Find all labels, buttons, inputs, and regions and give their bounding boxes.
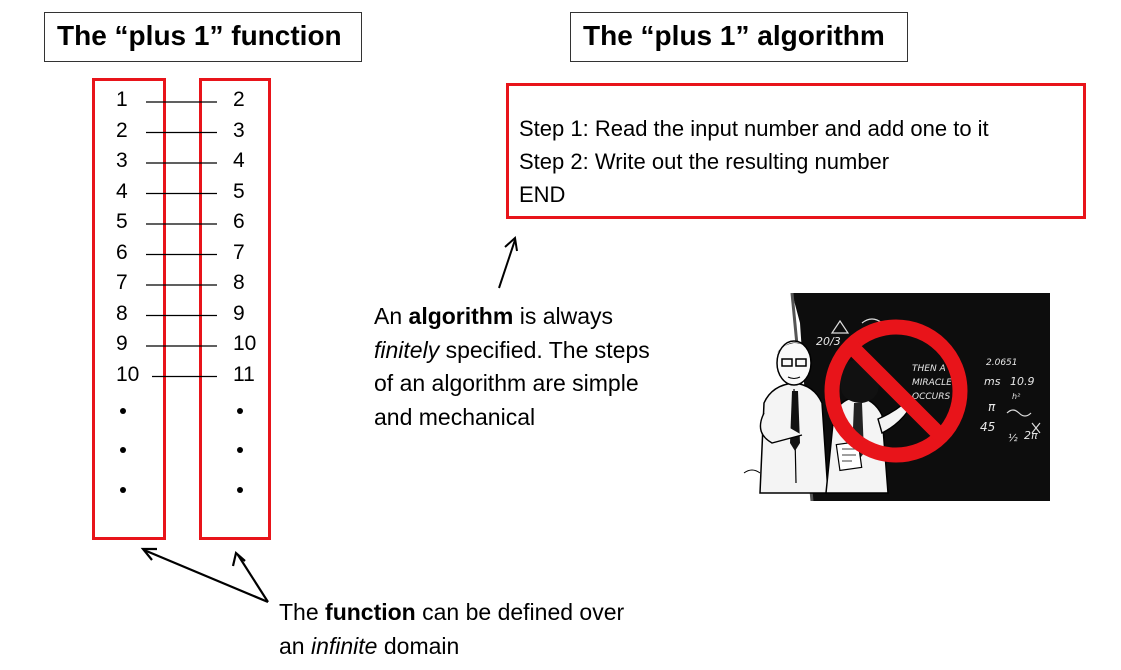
mathematicians-cartoon-image: 20/3 THEN A MIRACLE OCCURS 2.0651 ms 10.…	[743, 293, 1050, 501]
ellipsis-dot	[120, 487, 126, 493]
board-text: 2.0651	[986, 358, 1018, 368]
algorithm-steps-box: Step 1: Read the input number and add on…	[506, 83, 1086, 219]
function-caption-italic: infinite	[310, 632, 378, 659]
range-value: 3	[233, 118, 245, 142]
range-value: 11	[233, 362, 255, 386]
range-value: 7	[233, 240, 245, 264]
algorithm-caption-text: An	[374, 303, 409, 329]
algorithm-step-end: END	[519, 182, 566, 207]
range-value: 9	[233, 301, 245, 325]
algorithm-step-1: Step 1: Read the input number and add on…	[519, 116, 989, 141]
ellipsis-dot	[237, 447, 243, 453]
range-value: 5	[233, 179, 245, 203]
board-text: 10.9	[1010, 375, 1035, 388]
board-text: 2π	[1024, 429, 1038, 442]
range-value: 10	[233, 332, 257, 355]
board-text: MIRACLE	[912, 378, 952, 388]
ellipsis-dot	[120, 447, 126, 453]
board-text: ms	[984, 375, 1001, 388]
board-text: THEN A	[912, 364, 946, 374]
function-caption-text: domain	[377, 632, 460, 659]
range-value: 2	[233, 88, 245, 111]
mathematician-left	[743, 340, 829, 494]
domain-value: 9	[116, 332, 128, 355]
board-text: h²	[1012, 392, 1021, 401]
function-pointer-arrows	[140, 547, 269, 604]
prohibited-sign-icon	[824, 319, 968, 463]
range-value: 4	[233, 149, 245, 172]
algorithm-pointer-arrow	[498, 236, 518, 289]
domain-value: 7	[116, 271, 128, 294]
domain-value: 2	[116, 118, 128, 142]
function-caption-text: can be defined over an	[279, 599, 625, 659]
domain-value: 3	[116, 149, 128, 172]
range-value: 8	[233, 271, 245, 294]
ellipsis-dot	[237, 408, 243, 414]
algorithm-caption-text: is always	[513, 303, 614, 329]
domain-value: 1	[116, 88, 128, 111]
domain-value: 8	[116, 301, 128, 325]
function-caption-bold: function	[325, 599, 416, 625]
ellipsis-dot	[120, 408, 126, 414]
function-caption-text: The	[279, 599, 326, 625]
function-caption: The function can be defined over an infi…	[279, 596, 639, 663]
range-value: 6	[233, 210, 245, 233]
domain-value: 10	[116, 362, 140, 386]
algorithm-title: The “plus 1” algorithm	[570, 12, 908, 62]
board-text: OCCURS	[912, 392, 950, 402]
algorithm-caption-text: specified. The steps of an algorithm are…	[374, 336, 650, 430]
algorithm-caption-bold: algorithm	[408, 303, 514, 329]
function-title: The “plus 1” function	[44, 12, 362, 62]
domain-value: 6	[116, 240, 128, 264]
domain-value: 4	[116, 179, 128, 203]
ellipsis-dot	[237, 487, 243, 493]
board-text: 45	[980, 420, 995, 434]
board-text: 20/3	[816, 335, 841, 348]
board-text: ½	[1008, 432, 1018, 444]
algorithm-caption-italic: finitely	[374, 336, 440, 363]
algorithm-step-2: Step 2: Write out the resulting number	[519, 149, 890, 174]
domain-column-box	[92, 78, 166, 540]
board-text: π	[988, 400, 996, 414]
domain-value: 5	[116, 210, 128, 233]
algorithm-caption: An algorithm is always finitely specifie…	[374, 300, 654, 434]
range-column-box	[199, 78, 271, 540]
